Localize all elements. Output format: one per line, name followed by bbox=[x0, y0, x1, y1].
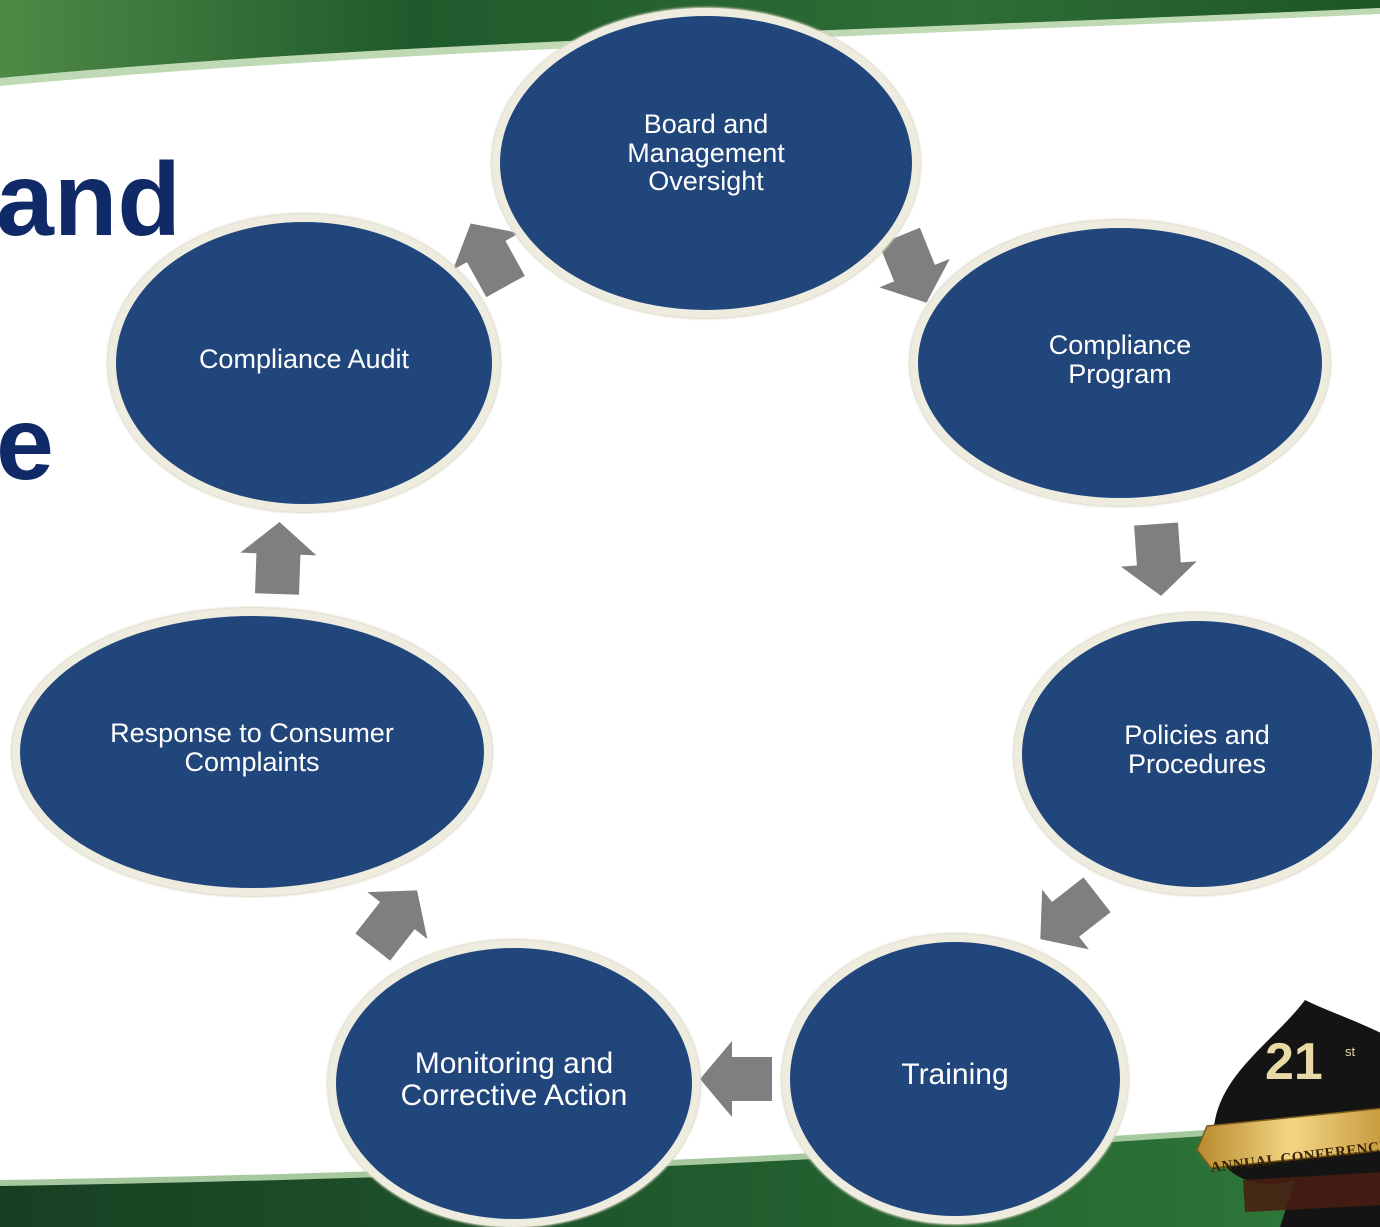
top-band bbox=[0, 0, 1380, 78]
spade-shape bbox=[1213, 1000, 1380, 1227]
arrow-monitoring-to-complaints bbox=[355, 890, 428, 961]
cycle-node-program: Compliance Program bbox=[910, 220, 1330, 506]
lower-emblem bbox=[1243, 1172, 1380, 1212]
cycle-node-monitoring: Monitoring and Corrective Action bbox=[328, 940, 700, 1227]
cycle-node-label: Compliance Audit bbox=[198, 343, 410, 374]
cycle-node-label: Compliance Program bbox=[1048, 330, 1192, 389]
cycle-node-policies: Policies and Procedures bbox=[1014, 613, 1380, 895]
arrow-program-to-policies bbox=[1120, 522, 1197, 596]
logo-number-suffix: st bbox=[1345, 1044, 1356, 1059]
cycle-node-board: Board and Management Oversight bbox=[492, 8, 920, 318]
cycle-node-label: Policies and Procedures bbox=[1124, 720, 1270, 779]
cycle-node-label: Monitoring and Corrective Action bbox=[400, 1046, 628, 1112]
arrow-complaints-to-audit bbox=[240, 522, 317, 595]
cycle-node-label: Response to Consumer Complaints bbox=[110, 718, 394, 777]
arrow-policies-to-training bbox=[1040, 877, 1111, 950]
arrow-board-to-program bbox=[879, 227, 950, 303]
banner-shape bbox=[1196, 1107, 1380, 1169]
logo-number: 21 bbox=[1265, 1033, 1323, 1091]
top-band-highlight bbox=[0, 8, 1380, 86]
conference-logo bbox=[1196, 1000, 1380, 1227]
cycle-node-training: Training bbox=[782, 934, 1128, 1224]
slide-title-fragment-2: e bbox=[0, 386, 54, 502]
bottom-band-highlight bbox=[0, 1118, 1380, 1188]
cycle-node-label: Training bbox=[901, 1058, 1009, 1092]
slide-title-fragment-1: and bbox=[0, 142, 181, 258]
cycle-node-label: Board and Management Oversight bbox=[627, 109, 785, 197]
cycle-node-complaints: Response to Consumer Complaints bbox=[12, 608, 492, 896]
cycle-node-audit: Compliance Audit bbox=[108, 214, 500, 512]
arrow-audit-to-board bbox=[452, 223, 525, 298]
arrow-training-to-monitoring bbox=[700, 1041, 772, 1117]
